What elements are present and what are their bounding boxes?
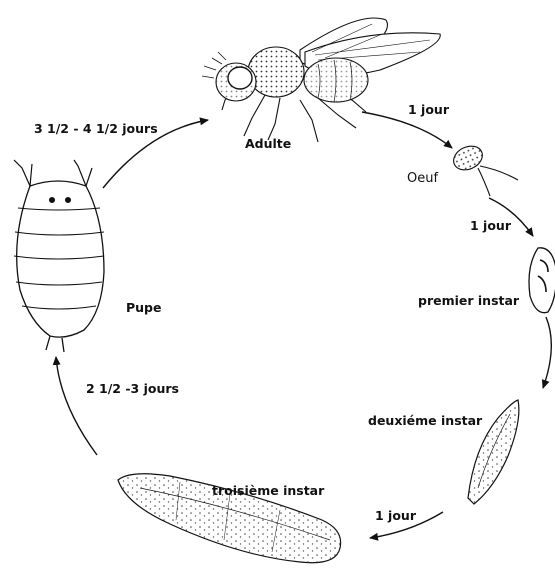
first-instar-larva-illustration — [529, 248, 555, 313]
stage-label-first-instar: premier instar — [418, 295, 519, 308]
stage-label-pupa: Pupe — [126, 302, 162, 315]
arrow-third-instar-to-pupa — [56, 357, 97, 455]
duration-adult-to-egg: 1 jour — [408, 104, 449, 117]
stage-label-egg: Oeuf — [407, 172, 438, 185]
duration-pupa-to-adult: 3 1/2 - 4 1/2 jours — [34, 123, 158, 136]
arrow-first-to-second-instar — [543, 317, 551, 388]
egg-illustration — [450, 142, 518, 196]
adult-fly-illustration — [202, 18, 440, 142]
duration-third-instar-to-pupa: 2 1/2 -3 jours — [86, 383, 179, 396]
stage-label-third-instar: troisième instar — [212, 485, 324, 498]
pupa-illustration — [14, 160, 104, 352]
stage-label-second-instar: deuxiéme instar — [368, 415, 482, 428]
duration-egg-to-first-instar: 1 jour — [470, 220, 511, 233]
duration-second-to-third-instar: 1 jour — [375, 510, 416, 523]
stage-label-adult: Adulte — [245, 138, 291, 151]
arrow-adult-to-egg — [362, 112, 452, 148]
